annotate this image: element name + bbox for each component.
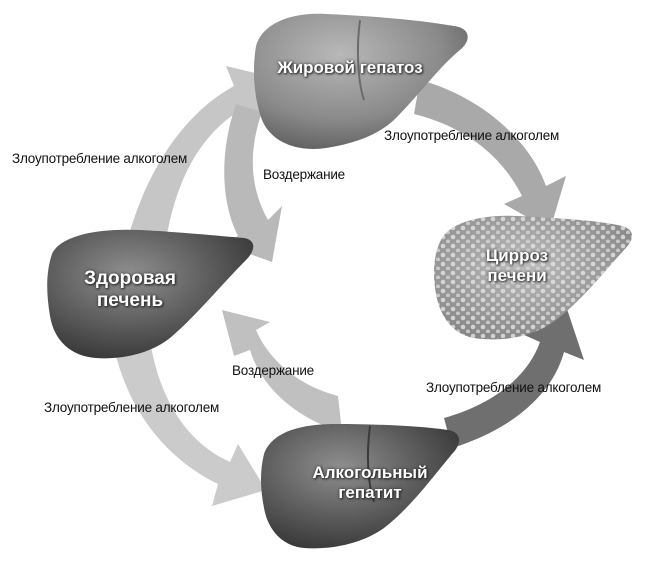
hepatitis-label: Алкогольный гепатит	[285, 463, 455, 503]
edge-label-hepatitis-to-cirrhosis: Злоупотребление алкоголем	[426, 381, 601, 395]
hepatitis-title-line1: Алкогольный	[285, 463, 455, 483]
edge-label-healthy-to-hepatitis: Злоупотребление алкоголем	[44, 401, 219, 415]
hepatitis-title-line2: гепатит	[285, 483, 455, 503]
arrow-healthy-to-hepatitis	[112, 336, 266, 506]
cirrhosis-label: Цирроз печени	[462, 246, 572, 286]
edge-label-fatty-to-healthy: Воздержание	[263, 168, 345, 182]
healthy-liver-title-line2: печень	[60, 290, 200, 312]
healthy-liver-title-line1: Здоровая	[60, 268, 200, 290]
arrow-fatty-to-cirrhosis	[414, 80, 566, 230]
cirrhosis-title-line2: печени	[462, 266, 572, 286]
fatty-liver-label: Жировой гепатоз	[248, 58, 452, 78]
edge-label-healthy-to-fatty: Злоупотребление алкоголем	[12, 152, 187, 166]
cirrhosis-title-line1: Цирроз	[462, 246, 572, 266]
edge-label-hepatitis-to-healthy: Воздержание	[232, 364, 314, 378]
edge-label-fatty-to-cirrhosis: Злоупотребление алкоголем	[384, 129, 559, 143]
healthy-liver-label: Здоровая печень	[60, 268, 200, 313]
fatty-liver-title: Жировой гепатоз	[277, 58, 422, 77]
